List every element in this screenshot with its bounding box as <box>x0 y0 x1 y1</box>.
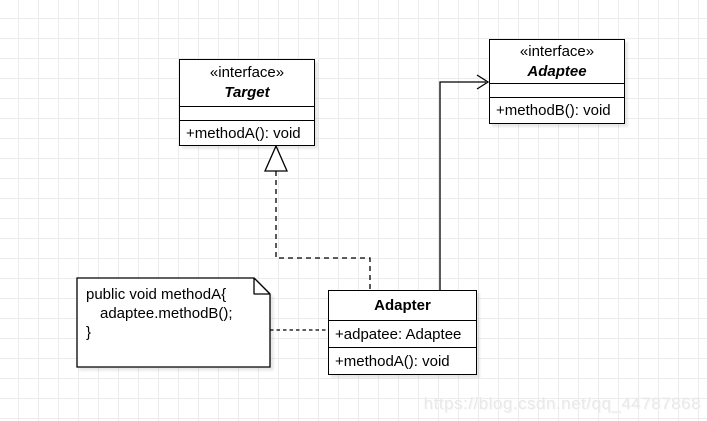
adaptee-attributes-section <box>490 83 624 97</box>
code-note: public void methodA{ adaptee.methodB(); … <box>77 278 270 367</box>
adaptee-stereotype: «interface» <box>519 42 595 60</box>
association-arrow <box>439 74 490 290</box>
note-line: } <box>86 324 92 341</box>
target-class-name: Target <box>224 84 270 101</box>
target-stereotype: «interface» <box>209 64 285 81</box>
association-open-arrowhead <box>476 74 490 90</box>
adapter-attribute: +adpatee: Adaptee <box>329 320 476 347</box>
adaptee-class-name: Adaptee <box>527 62 587 80</box>
target-class-box: «interface» Target +methodA(): void <box>179 59 315 146</box>
adapter-method: +methodA(): void <box>329 347 476 374</box>
adapter-class-name: Adapter <box>374 296 431 314</box>
realization-arrow <box>264 144 371 290</box>
adapter-class-header: Adapter <box>329 291 476 320</box>
adapter-class-box: Adapter +adpatee: Adaptee +methodA(): vo… <box>328 290 477 375</box>
note-line: adaptee.methodB(); <box>100 305 233 322</box>
adaptee-class-box: «interface» Adaptee +methodB(): void <box>489 39 625 124</box>
note-fold-corner <box>253 277 271 295</box>
target-class-header: «interface» Target <box>180 60 314 106</box>
note-line: public void methodA{ <box>86 286 227 303</box>
target-method: +methodA(): void <box>180 120 314 145</box>
target-attributes-section <box>180 106 314 120</box>
csdn-watermark: https://blog.csdn.net/qq_44787868 <box>423 394 701 413</box>
adaptee-method: +methodB(): void <box>490 97 624 123</box>
note-shape <box>76 277 271 368</box>
realization-triangle-arrowhead <box>264 144 288 172</box>
adaptee-class-header: «interface» Adaptee <box>490 40 624 83</box>
